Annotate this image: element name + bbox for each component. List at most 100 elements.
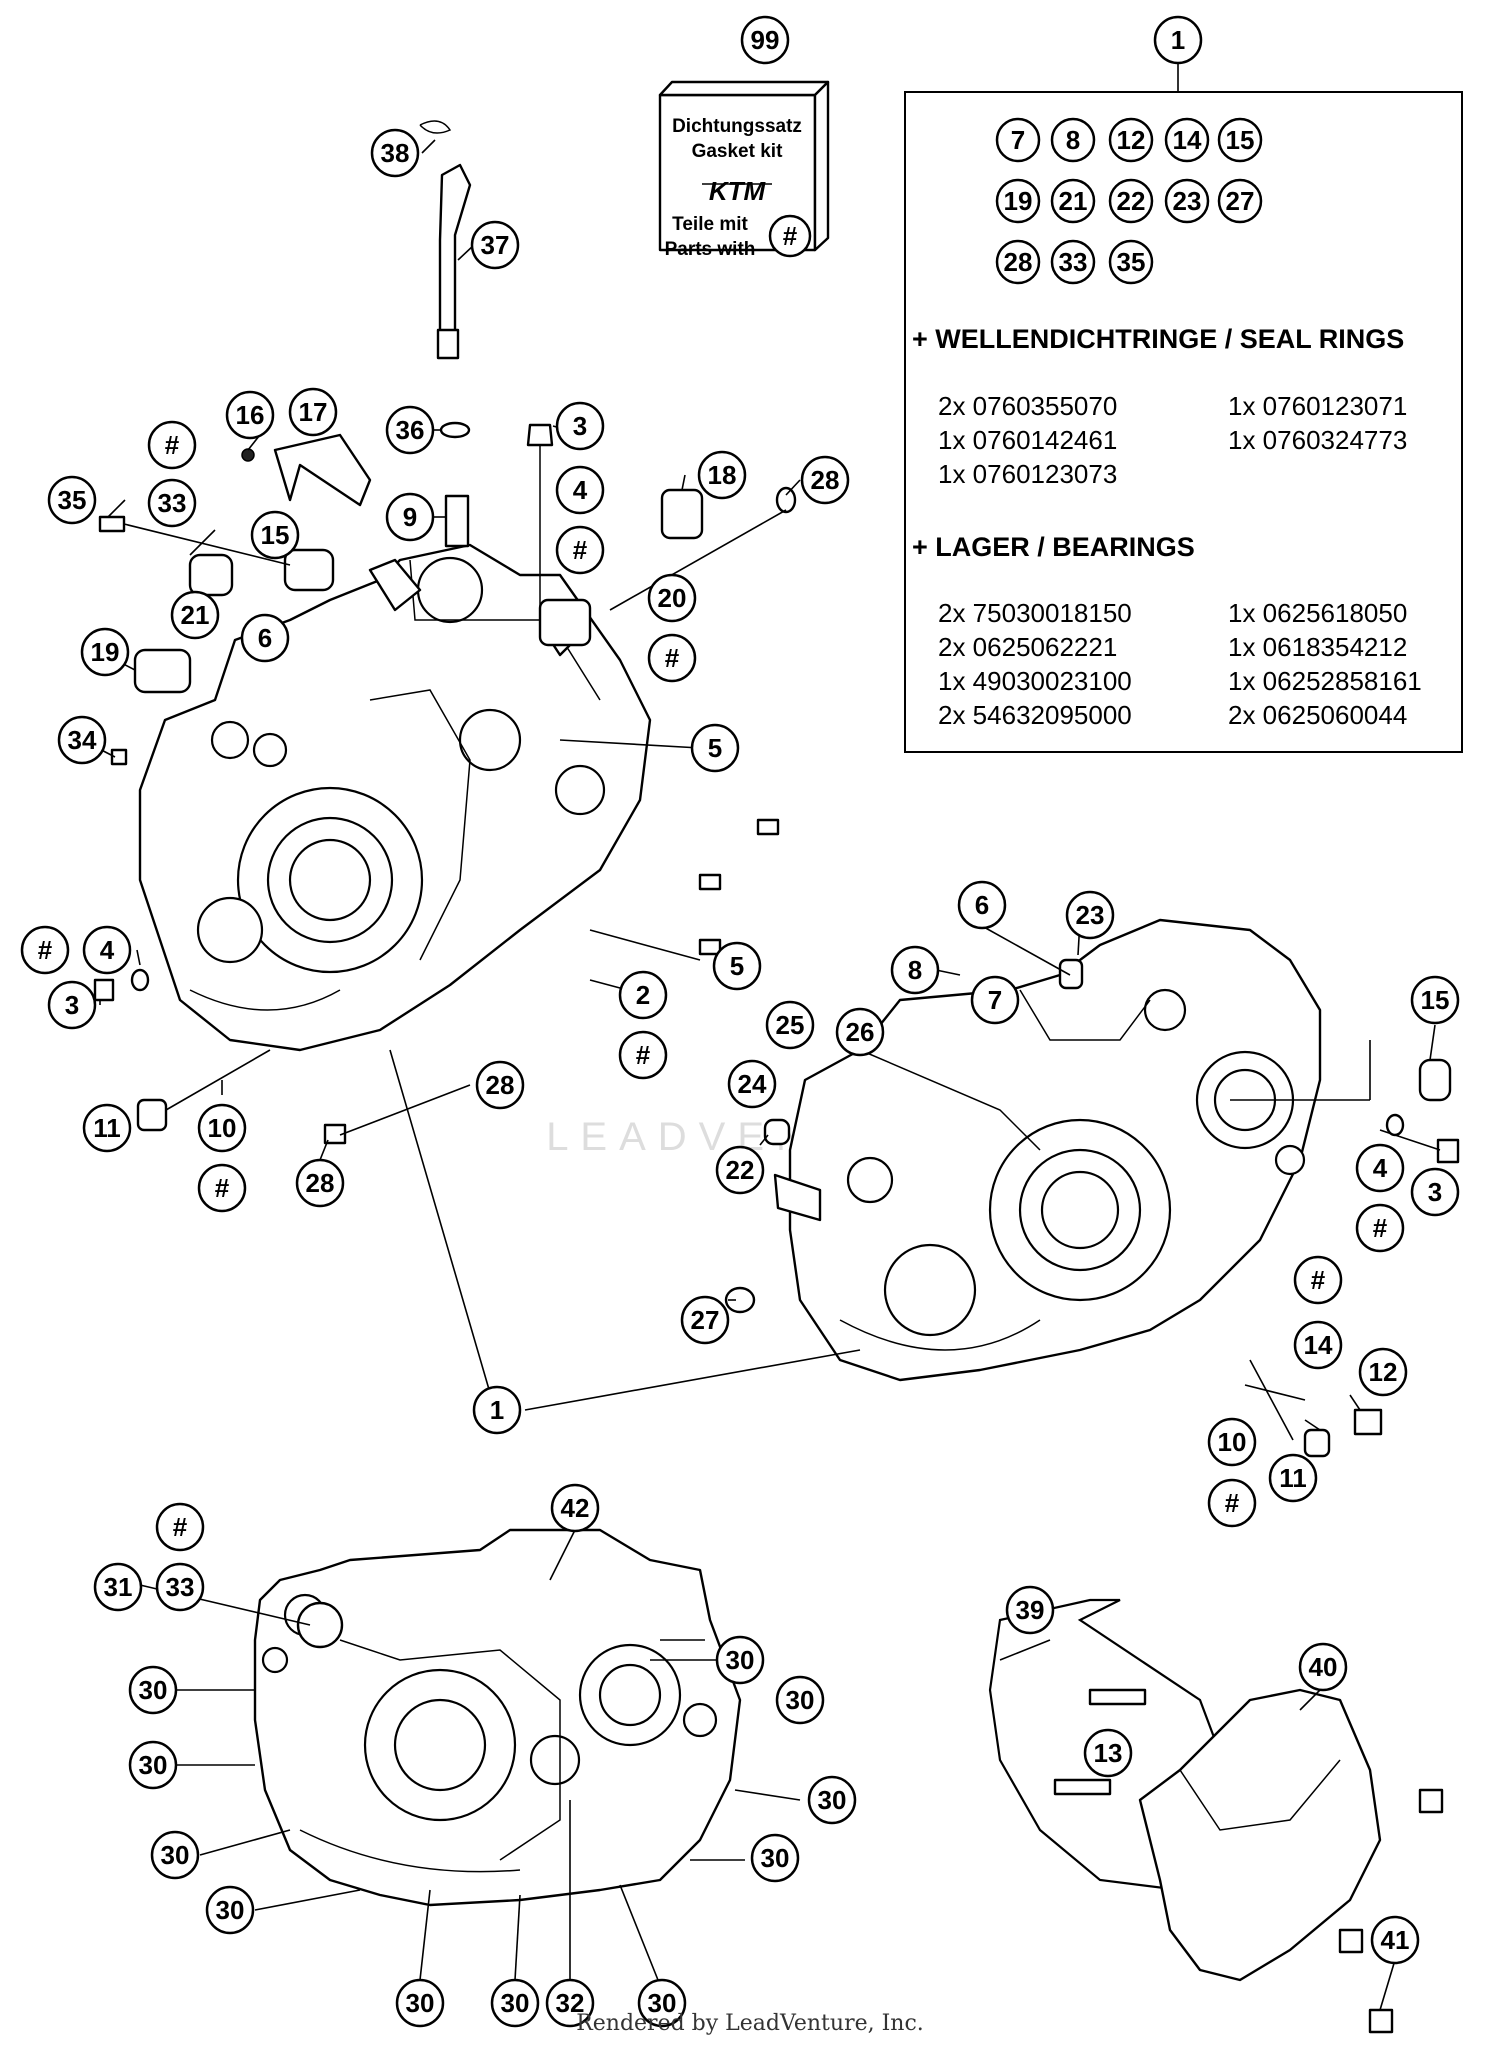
- svg-text:30: 30: [139, 1750, 168, 1780]
- ktm-logo: KTM: [709, 176, 767, 206]
- svg-text:16: 16: [236, 400, 265, 430]
- svg-text:15: 15: [1226, 125, 1255, 155]
- svg-text:30: 30: [139, 1675, 168, 1705]
- callout-34: 34: [57, 715, 107, 765]
- callout-5-upper: 5: [690, 723, 740, 773]
- svg-text:36: 36: [396, 415, 425, 445]
- seal-ring-left-2: 1x 0760142461: [938, 425, 1117, 455]
- svg-text:14: 14: [1173, 125, 1202, 155]
- svg-text:42: 42: [561, 1493, 590, 1523]
- callout-31: 31: [93, 1562, 143, 1612]
- callout-11-right: 11: [1268, 1453, 1318, 1503]
- svg-text:35: 35: [58, 485, 87, 515]
- callout-4-left-hash: #: [20, 925, 70, 975]
- callout-18: 18: [697, 450, 747, 500]
- svg-text:32: 32: [556, 1988, 585, 2018]
- callout-26: 26: [835, 1007, 885, 1057]
- callout-3-top: 3: [555, 401, 605, 451]
- callout-32: 32: [545, 1978, 595, 2028]
- callout-4-top-hash: #: [555, 525, 605, 575]
- svg-text:#: #: [1225, 1488, 1240, 1518]
- footer-credit: Rendered by LeadVenture, Inc.: [576, 2011, 924, 2036]
- callout-6-right: 6: [957, 880, 1007, 930]
- callout-30-i: 30: [395, 1978, 445, 2028]
- callout-28-low: 28: [295, 1158, 345, 1208]
- svg-text:#: #: [636, 1040, 651, 1070]
- callout-24: 24: [727, 1059, 777, 1109]
- callout-30-g: 30: [750, 1833, 800, 1883]
- svg-text:18: 18: [708, 460, 737, 490]
- callout-4-right: 4: [1355, 1143, 1405, 1193]
- callout-35: 35: [47, 475, 97, 525]
- callout-30-d: 30: [128, 1740, 178, 1790]
- callout-30-a: 30: [128, 1665, 178, 1715]
- callout-4-top: 4: [555, 465, 605, 515]
- svg-text:11: 11: [1279, 1463, 1307, 1493]
- callout-15-right: 15: [1410, 975, 1460, 1025]
- callout-33-top: 33: [147, 478, 197, 528]
- svg-text:6: 6: [975, 890, 989, 920]
- svg-text:30: 30: [216, 1895, 245, 1925]
- callout-6-left: 6: [240, 613, 290, 663]
- svg-text:5: 5: [708, 733, 722, 763]
- svg-text:41: 41: [1381, 1925, 1410, 1955]
- svg-text:5: 5: [730, 951, 744, 981]
- svg-text:17: 17: [299, 397, 328, 427]
- callout-36: 36: [385, 405, 435, 455]
- kit-hash-callout: #: [768, 214, 812, 258]
- svg-text:8: 8: [1066, 125, 1080, 155]
- callouts: 99 1 38 37 36 9 3 4 # 18 28 20 # 16 17 #…: [20, 15, 1460, 2028]
- svg-text:7: 7: [1011, 125, 1025, 155]
- callout-4-left: 4: [82, 925, 132, 975]
- svg-text:14: 14: [1304, 1330, 1333, 1360]
- svg-text:28: 28: [1004, 247, 1033, 277]
- svg-text:23: 23: [1173, 186, 1202, 216]
- seal-ring-right-2: 1x 0760324773: [1228, 425, 1407, 455]
- svg-text:#: #: [165, 430, 180, 460]
- svg-text:19: 19: [91, 637, 120, 667]
- svg-text:1: 1: [1171, 25, 1185, 55]
- svg-text:22: 22: [1117, 186, 1146, 216]
- svg-text:15: 15: [261, 520, 290, 550]
- callout-27: 27: [680, 1295, 730, 1345]
- seal-ring-left-3: 1x 0760123073: [938, 459, 1117, 489]
- svg-text:3: 3: [573, 411, 587, 441]
- bearing-right-3: 1x 06252858161: [1228, 666, 1422, 696]
- leader-lines: [81, 139, 1441, 2011]
- set-contents-box: 7 8 12 14 15 19 21 22 23 27 28 33 35 + W…: [904, 61, 1463, 753]
- svg-text:#: #: [215, 1173, 230, 1203]
- svg-text:34: 34: [68, 725, 97, 755]
- svg-text:30: 30: [761, 1843, 790, 1873]
- callout-11-left: 11: [82, 1103, 132, 1153]
- callout-7: 7: [970, 975, 1020, 1025]
- svg-text:25: 25: [776, 1010, 805, 1040]
- svg-text:13: 13: [1094, 1738, 1123, 1768]
- svg-text:22: 22: [726, 1155, 755, 1185]
- seal-ring-right-1: 1x 0760123071: [1228, 391, 1407, 421]
- callout-20: 20: [647, 573, 697, 623]
- callout-19: 19: [80, 627, 130, 677]
- svg-text:10: 10: [208, 1113, 237, 1143]
- svg-text:30: 30: [161, 1840, 190, 1870]
- callout-30-e: 30: [807, 1775, 857, 1825]
- svg-text:#: #: [665, 643, 680, 673]
- callout-33-bottom: 33: [155, 1562, 205, 1612]
- svg-text:30: 30: [726, 1645, 755, 1675]
- callout-13: 13: [1083, 1728, 1133, 1778]
- callout-10-left: 10: [197, 1103, 247, 1153]
- callout-33-top-hash: #: [147, 420, 197, 470]
- svg-text:99: 99: [751, 25, 780, 55]
- svg-text:27: 27: [691, 1305, 720, 1335]
- svg-text:27: 27: [1226, 186, 1255, 216]
- callout-4-right-hash: #: [1355, 1203, 1405, 1253]
- svg-text:#: #: [1373, 1213, 1388, 1243]
- svg-text:28: 28: [486, 1070, 515, 1100]
- svg-text:4: 4: [573, 475, 588, 505]
- gasket-kit-box: Dichtungssatz Gasket kit KTM Teile mit P…: [658, 80, 830, 260]
- bearing-left-2: 2x 0625062221: [938, 632, 1117, 662]
- bearing-right-2: 1x 0618354212: [1228, 632, 1407, 662]
- svg-text:3: 3: [1428, 1177, 1442, 1207]
- seal-ring-left-1: 2x 0760355070: [938, 391, 1117, 421]
- right-crankcase-half: [788, 918, 1322, 1382]
